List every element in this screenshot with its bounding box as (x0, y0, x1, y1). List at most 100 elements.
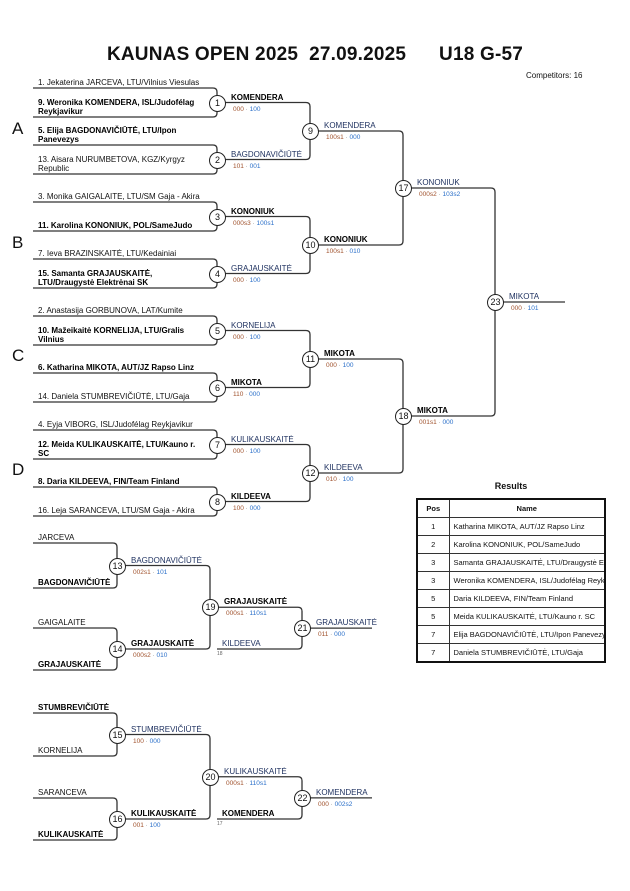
match-number-18: 18 (395, 408, 412, 425)
score-b: 000 (149, 737, 161, 745)
match-number-14: 14 (109, 641, 126, 658)
loser-source-ref: 18 (217, 651, 223, 657)
bracket-line (310, 130, 404, 246)
match-score-14: 000s2 · 010 (133, 652, 168, 659)
score-a: 000s2 (133, 652, 151, 659)
match-score-21: 011 · 000 (318, 631, 346, 639)
match-number-20: 20 (202, 768, 219, 786)
match-score-22: 000 · 002s2 (318, 800, 353, 808)
entry-label: 12. Meida KULIKAUSKAITĖ, LTU/Kauno r. SC (38, 440, 196, 458)
repechage-entry-label: JARCEVA (38, 533, 75, 542)
score-b: 100 (149, 822, 161, 829)
score-a: 000s3 (233, 219, 251, 227)
match-score-17: 000s2 · 103s2 (419, 191, 461, 198)
match-winner-23: MIKOTA (509, 292, 540, 301)
match-winner-20: KULIKAUSKAITĖ (224, 766, 287, 776)
match-number-23: 23 (487, 294, 504, 311)
match-score-20: 000s1 · 110s1 (226, 779, 267, 787)
entry-label: 4. Eyja VIBORG, ISL/Judofélag Reykjaviku… (38, 420, 193, 429)
competitors-count: Competitors: 16 (526, 71, 583, 80)
entry-label: 1. Jekaterina JARCEVA, LTU/Vilnius Viesu… (38, 78, 200, 87)
match-winner-12: KILDEEVA (324, 463, 363, 472)
match-number-13: 13 (109, 557, 126, 575)
match-winner-7: KULIKAUSKAITĖ (231, 434, 294, 444)
entry-label: 7. Ieva BRAZINSKAITĖ, LTU/Kedainiai (38, 249, 177, 258)
entry-label: 15. Samanta GRAJAUSKAITĖ, LTU/Draugystė … (38, 269, 153, 287)
entry-label: 11. Karolina KONONIUK, POL/SameJudo (38, 221, 193, 230)
match-score-2: 101 · 001 (233, 162, 261, 170)
entry-label: 13. Aisara NURUMBETOVA, KGZ/Kyrgyz Repub… (38, 155, 185, 173)
page-title: KAUNAS OPEN 2025 27.09.2025 U18 G-57 (106, 44, 524, 65)
match-winner-16: KULIKAUSKAITĖ (131, 809, 197, 818)
match-score-9: 100s1 · 000 (326, 134, 361, 141)
match-winner-4: GRAJAUSKAITĖ (231, 263, 292, 273)
score-b: 010 (349, 248, 361, 255)
match-score-5: 000 · 100 (233, 333, 261, 341)
match-winner-9: KOMENDERA (324, 121, 376, 130)
pool-label-b: B (12, 233, 24, 252)
score-a: 000 (233, 276, 244, 284)
score-a: 100 (133, 737, 144, 745)
score-b: 100 (249, 276, 261, 284)
result-name: Samanta GRAJAUSKAITĖ, LTU/Draugystė Elek… (448, 553, 606, 572)
score-b: 002s2 (334, 800, 353, 808)
score-b: 100 (249, 447, 261, 455)
score-b: 101 (527, 305, 539, 312)
score-b: 000 (249, 504, 261, 512)
repechage-entry-label: GAIGALAITE (38, 618, 86, 627)
match-score-16: 001 · 100 (133, 822, 161, 829)
score-b: 000 (249, 390, 261, 398)
repechage-loser-label: KILDEEVA (222, 639, 261, 648)
results-header-row: Pos Name (416, 498, 606, 518)
match-winner-22: KOMENDERA (316, 787, 368, 797)
score-a: 011 (318, 631, 329, 639)
score-a: 101 (233, 162, 244, 170)
result-name: Elija BAGDONAVIČIŪTĖ, LTU/Ipon Panevezys (448, 625, 606, 644)
match-score-15: 100 · 000 (133, 737, 161, 745)
match-number-10: 10 (302, 237, 319, 254)
result-pos: 3 (416, 571, 450, 590)
match-score-3: 000s3 · 100s1 (233, 219, 275, 227)
result-pos: 3 (416, 553, 450, 572)
score-a: 000 (233, 105, 244, 113)
match-number-11: 11 (302, 351, 319, 368)
match-score-12: 010 · 100 (326, 476, 354, 483)
score-b: 001 (249, 162, 261, 170)
score-b: 110s1 (249, 610, 267, 618)
repechage-entry-label: STUMBREVIČIŪTĖ (38, 703, 110, 712)
match-score-8: 100 · 000 (233, 504, 261, 512)
repechage-entry-label: BAGDONAVIČIŪTĖ (38, 578, 111, 587)
match-score-1: 000 · 100 (233, 105, 261, 113)
score-b: 100s1 (256, 219, 275, 227)
result-name: Daria KILDEEVA, FIN/Team Finland (448, 589, 606, 608)
score-b: 100 (249, 333, 261, 341)
match-number-3: 3 (209, 208, 226, 226)
match-number-7: 7 (209, 436, 226, 454)
score-a: 000 (318, 800, 329, 808)
match-winner-6: MIKOTA (231, 377, 262, 387)
entry-label: 6. Katharina MIKOTA, AUT/JZ Rapso Linz (38, 363, 195, 372)
repechage-entry-label: SARANCEVA (38, 788, 87, 797)
entry-label: 10. Mažeikaitė KORNELIJA, LTU/Gralis Vil… (38, 326, 185, 344)
match-score-11: 000 · 100 (326, 362, 354, 369)
result-name: Weronika KOMENDERA, ISL/Judofélag Reykja… (448, 571, 606, 590)
match-winner-21: GRAJAUSKAITĖ (316, 618, 377, 628)
entry-label: 8. Daria KILDEEVA, FIN/Team Finland (38, 477, 180, 486)
match-winner-5: KORNELIJA (231, 320, 276, 330)
result-pos: 2 (416, 535, 450, 554)
match-number-17: 17 (395, 180, 412, 197)
match-number-9: 9 (302, 123, 319, 140)
match-score-13: 002s1 · 101 (133, 568, 168, 576)
score-b: 100 (342, 362, 354, 369)
score-a: 000 (233, 333, 244, 341)
match-number-6: 6 (209, 379, 226, 397)
score-a: 110 (233, 390, 244, 398)
score-b: 110s1 (249, 779, 267, 787)
match-winner-11: MIKOTA (324, 349, 355, 358)
